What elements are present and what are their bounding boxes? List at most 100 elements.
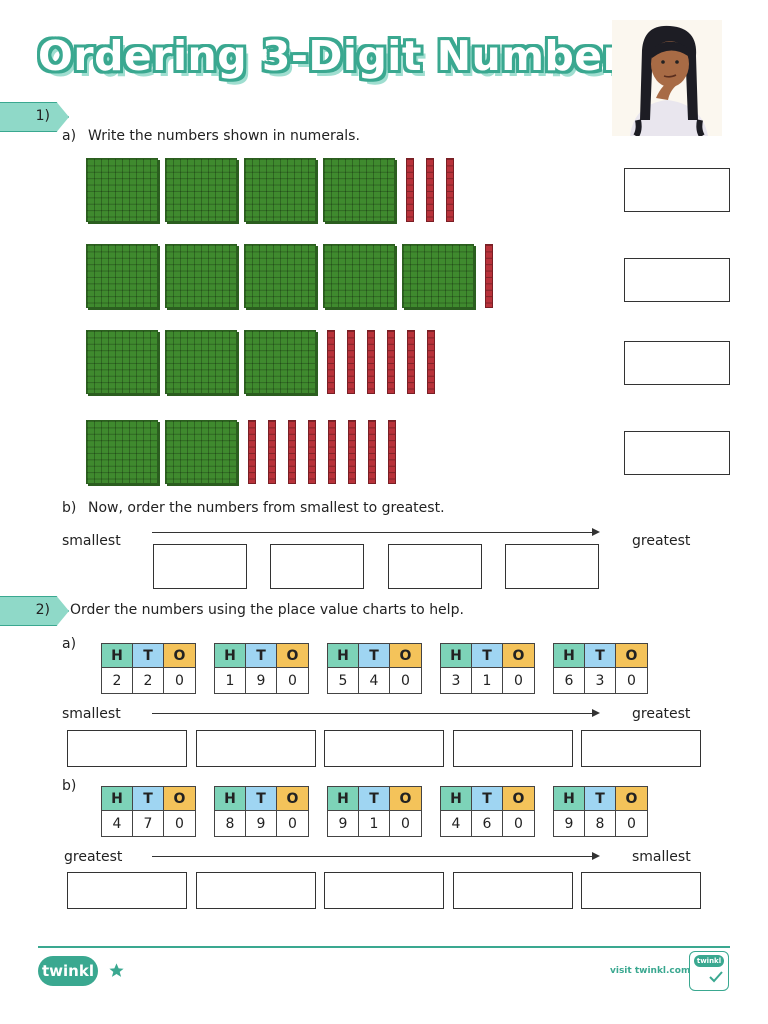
hundred-block (323, 158, 395, 222)
ten-rod (388, 420, 396, 484)
pv-header-cell: H (441, 787, 472, 811)
order-answer-box[interactable] (195, 730, 316, 767)
hundred-block (244, 158, 316, 222)
hundred-block (165, 420, 237, 484)
page-title: Ordering 3-Digit Numbers (38, 32, 649, 80)
ten-rod (328, 420, 336, 484)
pv-header-cell: O (390, 644, 421, 668)
q2a-answer-boxes (67, 730, 701, 767)
answer-box-row-2[interactable] (624, 258, 730, 302)
answer-box-row-1[interactable] (624, 168, 730, 212)
q2a-right-label: greatest (632, 706, 691, 722)
question-2-tab: 2) (0, 596, 69, 626)
order-arrow-line (152, 713, 592, 714)
question-number: 1) (35, 108, 50, 124)
pv-header-cell: O (164, 787, 195, 811)
pv-digit-cell: 4 (359, 668, 390, 693)
pv-header-cell: H (215, 787, 246, 811)
ten-rod (387, 330, 395, 394)
q2a-label: a) (62, 636, 77, 652)
hundred-block (323, 244, 395, 308)
pv-digit-cell: 0 (514, 672, 523, 689)
pv-digit-cell: 1 (359, 811, 390, 836)
base-ten-blocks-area (86, 158, 526, 488)
order-box-3[interactable] (388, 544, 482, 589)
checkmark-icon (709, 971, 723, 983)
order-answer-box[interactable] (581, 730, 701, 767)
footer-divider (38, 946, 730, 948)
order-answer-box[interactable] (195, 872, 316, 909)
order-box-1[interactable] (153, 544, 247, 589)
footer-url[interactable]: visit twinkl.com (610, 966, 691, 976)
ten-rod (347, 330, 355, 394)
q2b-right-label: smallest (632, 849, 691, 865)
ten-rod (348, 420, 356, 484)
pv-digit-cell: 0 (288, 672, 297, 689)
q1b-left-label: smallest (62, 533, 121, 549)
order-answer-box[interactable] (67, 872, 187, 909)
arrow-right-icon (592, 528, 600, 536)
pv-header-cell: T (133, 644, 164, 668)
pv-digit-cell: 5 (328, 668, 359, 693)
star-icon (109, 963, 124, 977)
quality-badge: twinkl (689, 951, 729, 991)
ten-rod (288, 420, 296, 484)
pv-digit-cell: 8 (585, 811, 616, 836)
question-1-tab: 1) (0, 102, 69, 132)
pv-header-cell: O (503, 644, 534, 668)
q2-instruction: Order the numbers using the place value … (70, 602, 464, 618)
pv-header-cell: O (616, 644, 647, 668)
order-answer-box[interactable] (581, 872, 701, 909)
pv-header-cell: O (390, 787, 421, 811)
pv-digit-cell: 1 (215, 668, 246, 693)
order-answer-box[interactable] (452, 730, 573, 767)
pv-digit-cell: 0 (401, 815, 410, 832)
thinking-girl-illustration (612, 20, 722, 136)
hundred-block (86, 158, 158, 222)
pv-digit-cell: 0 (175, 672, 184, 689)
pv-header-cell: H (554, 644, 585, 668)
pv-digit-cell: 9 (246, 811, 277, 836)
answer-box-row-3[interactable] (624, 341, 730, 385)
ten-rod (268, 420, 276, 484)
pv-header-cell: O (164, 644, 195, 668)
answer-box-row-4[interactable] (624, 431, 730, 475)
twinkl-logo[interactable]: twinkl (38, 956, 98, 986)
order-box-2[interactable] (270, 544, 364, 589)
question-number: 2) (35, 602, 50, 618)
pv-header-cell: H (102, 644, 133, 668)
ten-rod (367, 330, 375, 394)
pv-digit-cell: 6 (472, 811, 503, 836)
ten-rod (406, 158, 414, 222)
q2b-left-label: greatest (64, 849, 123, 865)
q1b-instruction: Now, order the numbers from smallest to … (88, 500, 445, 516)
pv-digit-cell: 7 (133, 811, 164, 836)
pv-digit-cell: 0 (514, 815, 523, 832)
ten-rod (308, 420, 316, 484)
order-answer-box[interactable] (452, 872, 573, 909)
pv-digit-cell: 0 (288, 815, 297, 832)
pv-digit-cell: 6 (554, 668, 585, 693)
pv-digit-cell: 0 (175, 815, 184, 832)
order-box-4[interactable] (505, 544, 599, 589)
pv-digit-cell: 4 (441, 811, 472, 836)
q2a-left-label: smallest (62, 706, 121, 722)
order-answer-box[interactable] (324, 872, 444, 909)
pv-header-cell: T (246, 644, 277, 668)
pv-header-cell: H (328, 787, 359, 811)
pv-digit-cell: 1 (472, 668, 503, 693)
logo-text: twinkl (42, 962, 94, 980)
order-answer-box[interactable] (67, 730, 187, 767)
pv-header-cell: O (616, 787, 647, 811)
pv-header-cell: T (359, 787, 390, 811)
pv-header-cell: O (277, 787, 308, 811)
order-answer-box[interactable] (324, 730, 444, 767)
hundred-block (244, 330, 316, 394)
ten-rod (368, 420, 376, 484)
